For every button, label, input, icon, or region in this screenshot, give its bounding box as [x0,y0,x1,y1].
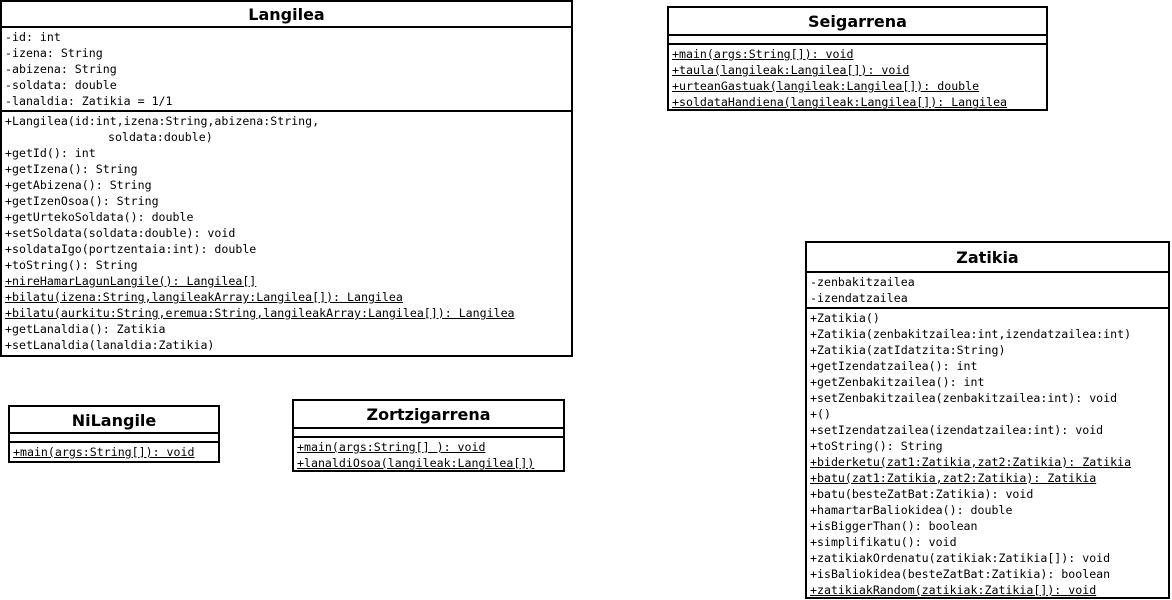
attributes-section [669,36,1046,43]
static-method: +taula(langileak:Langilea[]): void [672,63,910,77]
method: +setIzendatzailea(izendatzailea:int): vo… [810,423,1104,437]
method-continuation: soldata:double) [108,130,213,144]
class-name: Langilea [2,2,571,28]
method: +isBaliokidea(besteZatBat:Zatikia): bool… [810,567,1111,581]
static-method: +main(args:String[] ): void [297,440,486,454]
methods-section: +Zatikia() +Zatikia(zenbakitzailea:int,i… [807,307,1168,599]
attribute: -zenbakitzailea [810,275,915,289]
attribute: -izena: String [5,46,103,60]
method: +isBiggerThan(): boolean [810,519,978,533]
method: +getIzenOsoa(): String [5,194,159,208]
static-method: +main(args:String[]): void [672,47,854,61]
methods-section: +main(args:String[]): void [10,441,218,461]
class-zortzigarrena[interactable]: Zortzigarrena +main(args:String[] ): voi… [292,399,565,472]
method: +Zatikia(zatIdatzita:String) [810,343,1006,357]
static-method: +biderketu(zat1:Zatikia,zat2:Zatikia): Z… [810,455,1132,469]
method: +setSoldata(soldata:double): void [5,226,236,240]
method: +Zatikia(zenbakitzailea:int,izendatzaile… [810,327,1132,341]
static-method: +urteanGastuak(langileak:Langilea[]): do… [672,79,980,93]
class-name: Zortzigarrena [294,401,563,429]
method: +getId(): int [5,146,96,160]
method: +hamartarBaliokidea(): double [810,503,1013,517]
method: +setLanaldia(lanaldia:Zatikia) [5,338,215,352]
class-seigarrena[interactable]: Seigarrena +main(args:String[]): void +t… [667,6,1048,111]
static-method: +soldataHandiena(langileak:Langilea[]): … [672,95,1008,109]
attribute: -soldata: double [5,78,117,92]
method: +setZenbakitzailea(zenbakitzailea:int): … [810,391,1118,405]
class-langilea[interactable]: Langilea -id: int -izena: String -abizen… [0,0,573,357]
class-name: Seigarrena [669,8,1046,36]
attribute: -lanaldia: Zatikia = 1/1 [5,94,173,108]
attributes-section [10,434,218,441]
method: +simplifikatu(): void [810,535,957,549]
static-method: +bilatu(aurkitu:String,eremua:String,lan… [5,306,515,320]
methods-section: +Langilea(id:int,izena:String,abizena:St… [2,110,571,354]
attributes-section: -id: int -izena: String -abizena: String… [2,28,571,110]
class-zatikia[interactable]: Zatikia -zenbakitzailea -izendatzailea +… [805,241,1170,599]
method: +getIzena(): String [5,162,138,176]
method: +soldataIgo(portzentaia:int): double [5,242,257,256]
static-method: +lanaldiOsoa(langileak:Langilea[]) [297,456,535,470]
class-name: NiLangile [10,407,218,434]
static-method: +zatikiakRandom(zatikiak:Zatikia[]): voi… [810,583,1097,597]
method: +() [810,407,831,421]
attribute: -izendatzailea [810,291,908,305]
method: +getZenbakitzailea(): int [810,375,985,389]
method: +getUrtekoSoldata(): double [5,210,194,224]
methods-section: +main(args:String[] ): void +lanaldiOsoa… [294,436,563,472]
method: +getLanaldia(): Zatikia [5,322,166,336]
attribute: -abizena: String [5,62,117,76]
attributes-section [294,429,563,436]
method: +getIzendatzailea(): int [810,359,978,373]
static-method: +bilatu(izena:String,langileakArray:Lang… [5,290,403,304]
method: +Zatikia() [810,311,880,325]
attribute: -id: int [5,30,61,44]
method: +zatikiakOrdenatu(zatikiak:Zatikia[]): v… [810,551,1111,565]
method: +toString(): String [5,258,138,272]
class-nilangile[interactable]: NiLangile +main(args:String[]): void [8,405,220,463]
static-method: +batu(zat1:Zatikia,zat2:Zatikia): Zatiki… [810,471,1097,485]
method: +getAbizena(): String [5,178,152,192]
methods-section: +main(args:String[]): void +taula(langil… [669,43,1046,111]
class-name: Zatikia [807,243,1168,273]
static-method: +nireHamarLagunLangile(): Langilea[] [5,274,257,288]
static-method: +main(args:String[]): void [13,445,195,459]
method: +Langilea(id:int,izena:String,abizena:St… [5,114,320,128]
method: +batu(besteZatBat:Zatikia): void [810,487,1034,501]
attributes-section: -zenbakitzailea -izendatzailea [807,273,1168,307]
method: +toString(): String [810,439,943,453]
